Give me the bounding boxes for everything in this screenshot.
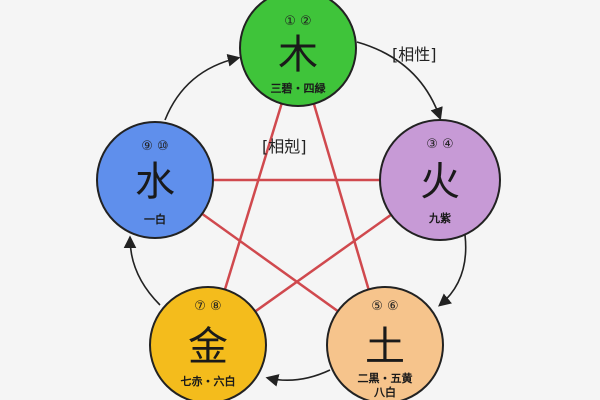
fire-stars: 九紫 (428, 211, 451, 225)
earth-stars: 二黒・五黄 (358, 371, 413, 385)
earth-character: 土 (365, 324, 405, 370)
label-overcoming: [相剋] (262, 137, 307, 156)
metal-numbers: ⑦ ⑧ (194, 299, 221, 314)
water-character: 水 (135, 159, 175, 205)
arrow-earth-metal (265, 369, 331, 387)
arrow-fire-earth (438, 234, 467, 307)
metal-stars: 七赤・六白 (181, 374, 236, 388)
label-generating: [相性] (392, 45, 437, 64)
fire-character: 火 (420, 159, 460, 205)
water-numbers: ⑨ ⑩ (141, 139, 168, 154)
arrow-metal-water (123, 235, 161, 306)
arrow-wood-fire (356, 41, 443, 121)
earth-stars-2: 八白 (373, 385, 396, 399)
arrow-water-wood (164, 54, 241, 121)
generating-arrows (123, 41, 467, 387)
element-wood: ① ② 木 三碧・四緑 (239, 0, 357, 107)
element-metal: ⑦ ⑧ 金 七赤・六白 (149, 286, 267, 400)
wood-stars: 三碧・四緑 (271, 81, 327, 95)
element-water: ⑨ ⑩ 水 一白 (96, 121, 214, 239)
element-fire: ③ ④ 火 九紫 (379, 119, 501, 241)
earth-numbers: ⑤ ⑥ (371, 299, 398, 314)
element-earth: ⑤ ⑥ 土 二黒・五黄 八白 (326, 286, 444, 400)
fire-numbers: ③ ④ (426, 137, 453, 152)
wood-numbers: ① ② (284, 14, 311, 29)
metal-character: 金 (188, 324, 228, 370)
water-stars: 一白 (144, 212, 166, 226)
wood-character: 木 (278, 32, 318, 78)
